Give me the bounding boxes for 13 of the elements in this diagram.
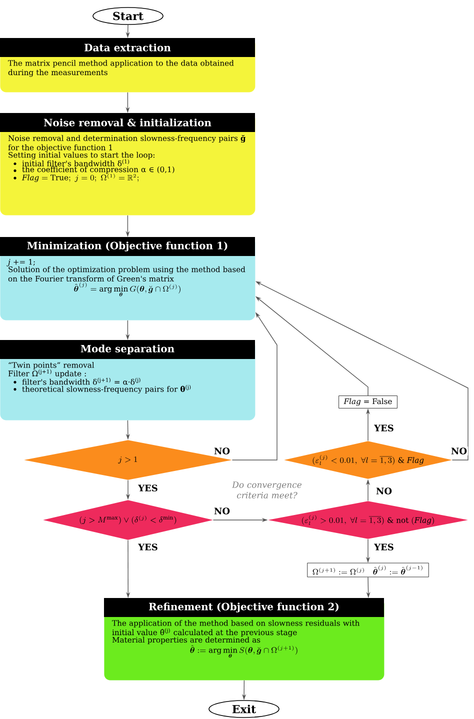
- bullet-item: $\mathit{Flag} = \mathrm{True};\ j = 0;\ \Omega^{(1)} = \mathbb{R}^{2};$: [22, 174, 138, 182]
- edge-label: NO: [374, 486, 394, 496]
- edge-label: NO: [212, 506, 232, 516]
- process-box: $\Omega^{(j+1)} := \Omega^{(j)}\quad \hat{\boldsymbol{\theta}}^{(j)} := \hat{\boldsymbol{\theta}}^{(j-1)}$: [307, 562, 429, 578]
- edge-label: YES: [373, 424, 395, 432]
- edge-label: YES: [137, 542, 159, 552]
- edge-label: YES: [373, 542, 395, 552]
- formula: $\hat{\boldsymbol{\theta}}^{(j)} = \arg\min_{\boldsymbol{\theta}} G(\boldsymbol{\theta}, \breve{\boldsymbol{g}} \cap \Omega^{(j)})$: [74, 282, 180, 296]
- edge-label: YES: [137, 484, 159, 492]
- note-text: Do convergence criteria meet?: [232, 482, 302, 498]
- edge-label: NO: [450, 446, 468, 456]
- formula: $\hat{\boldsymbol{\theta}} := \arg\min_{\boldsymbol{\theta}} S(\boldsymbol{\theta}, \breve{\boldsymbol{g}} \cap \Omega^{(j+1)})$: [190, 645, 298, 658]
- edge-label: NO: [212, 446, 232, 456]
